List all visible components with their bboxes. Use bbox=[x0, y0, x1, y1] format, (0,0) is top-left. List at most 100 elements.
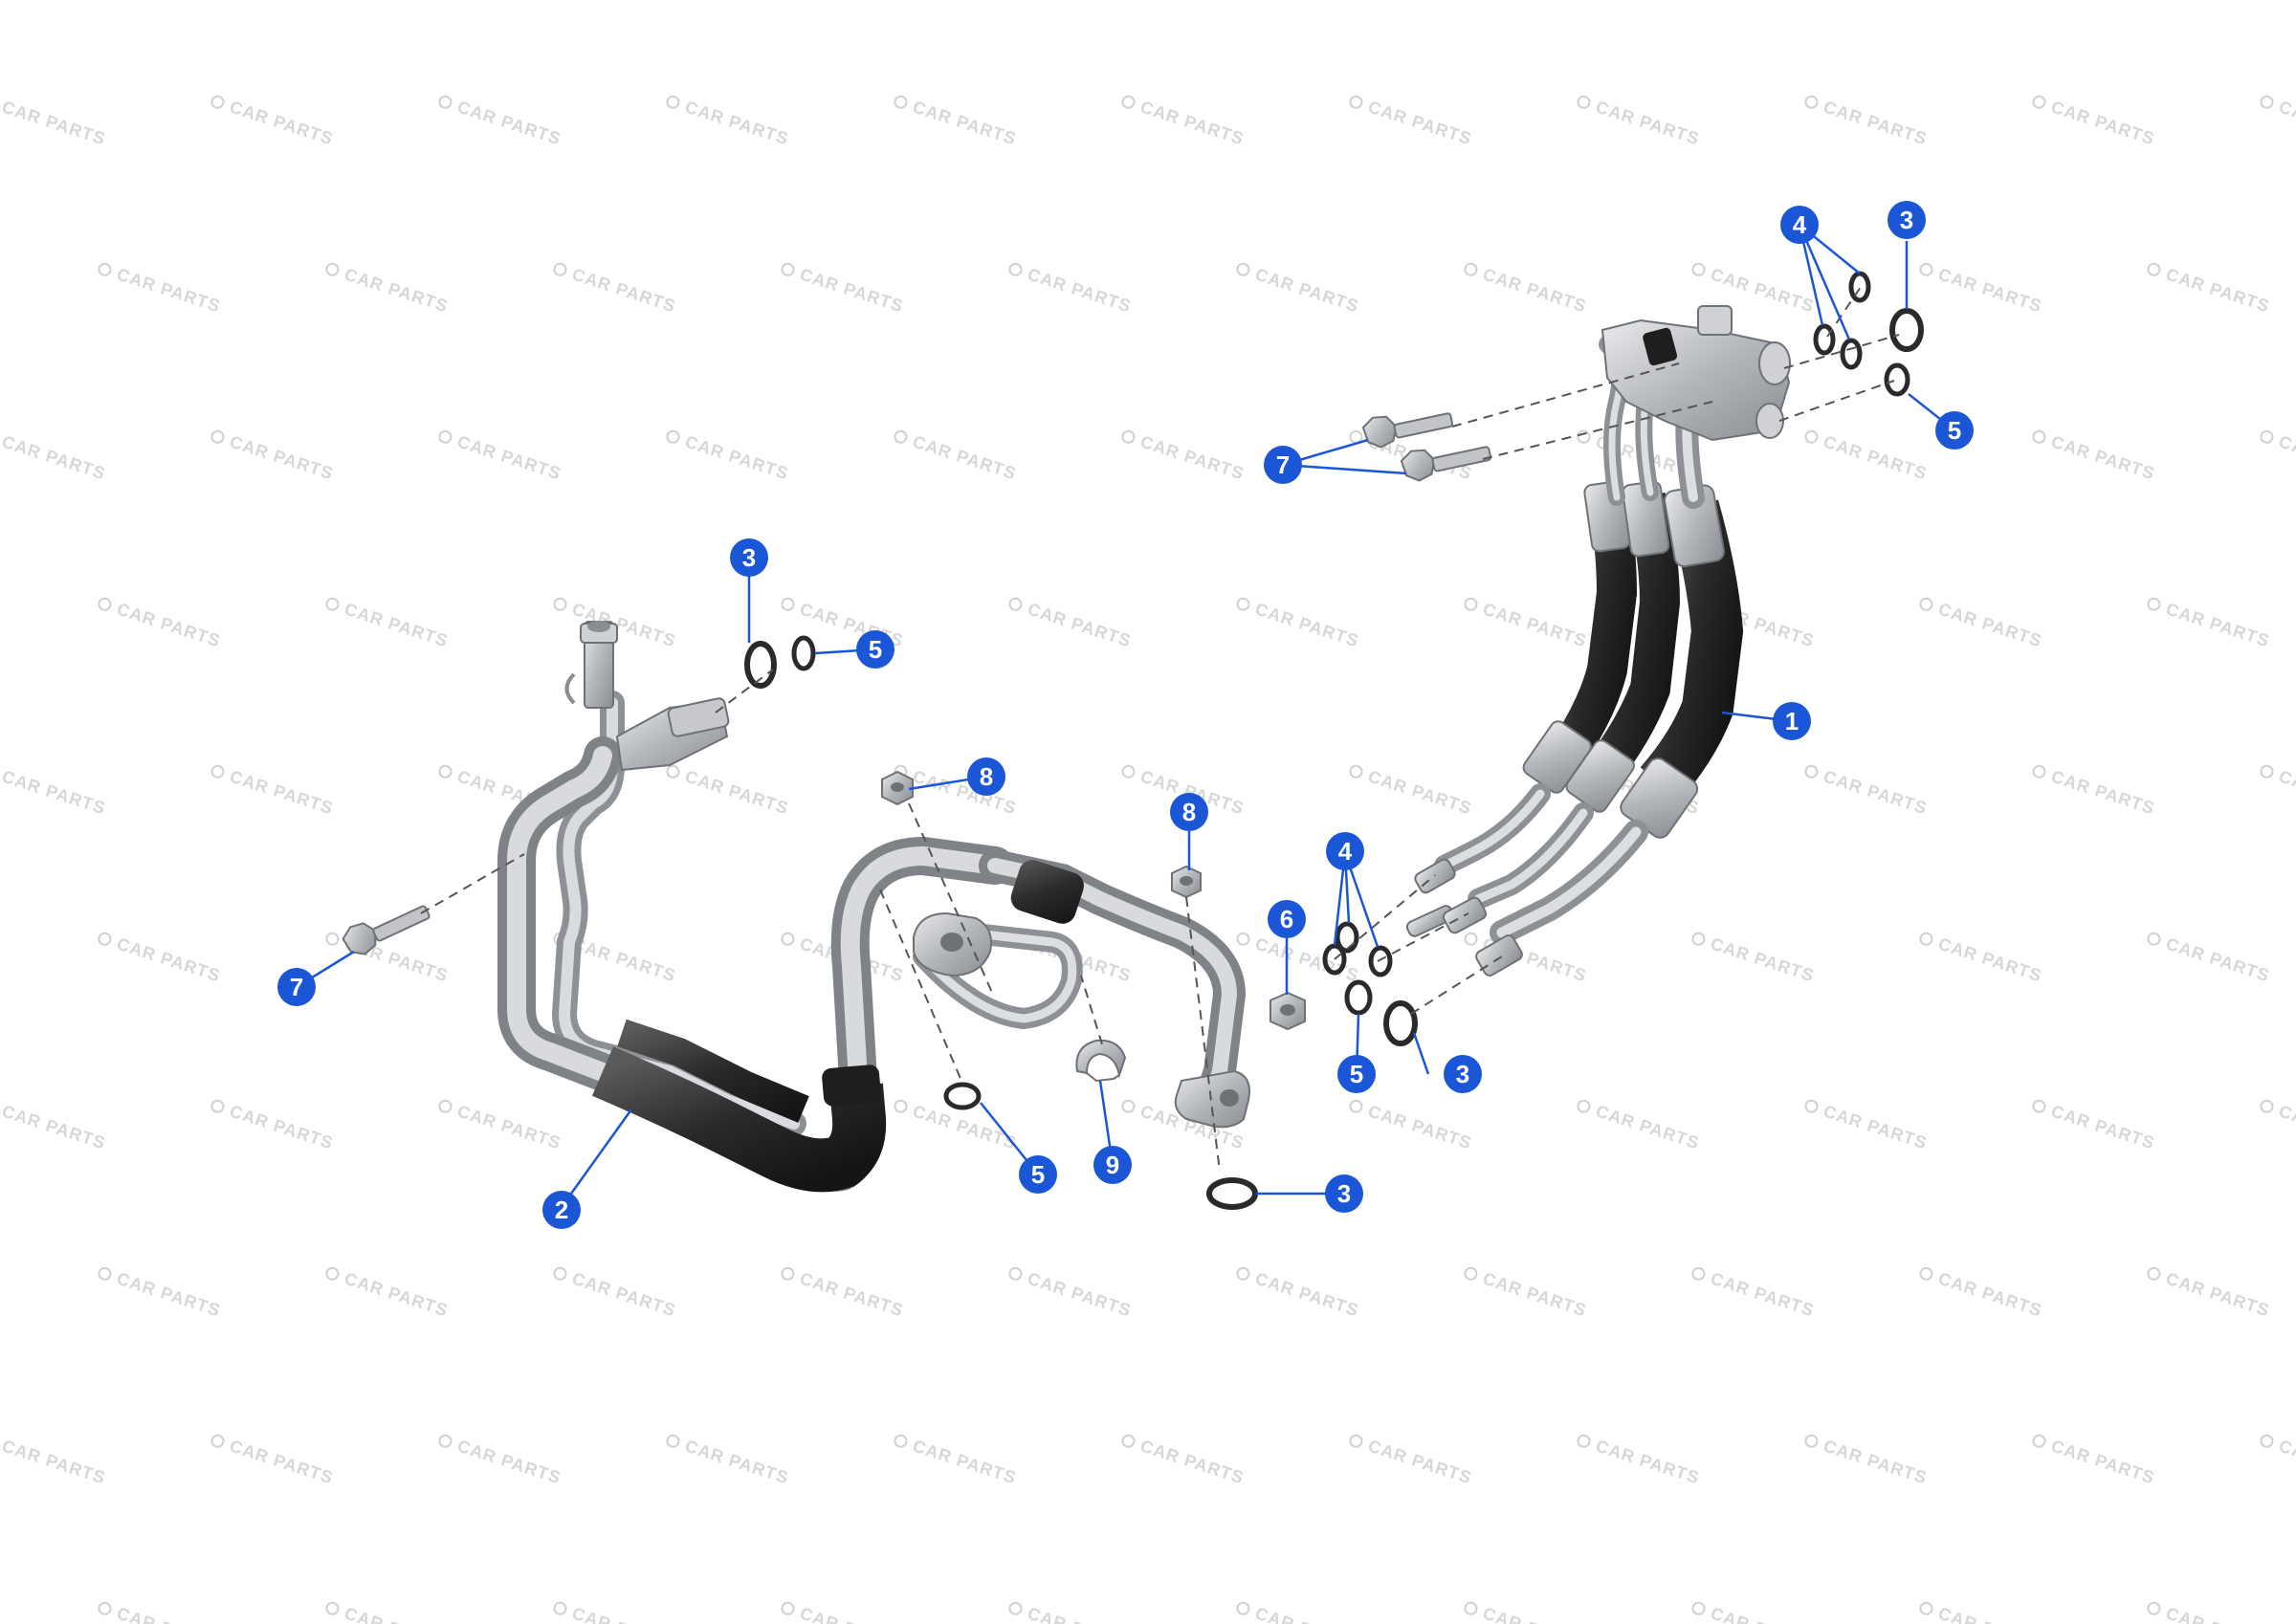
watermark-text: CAR PARTS bbox=[0, 1437, 108, 1488]
part-2-outlet-flange bbox=[1174, 1069, 1250, 1129]
svg-text:CAR PARTS: CAR PARTS bbox=[115, 265, 223, 317]
callout-badge-7: 7 bbox=[277, 968, 316, 1006]
watermark-text: CAR PARTS bbox=[2032, 1434, 2157, 1487]
watermark-text: CAR PARTS bbox=[1691, 1266, 1817, 1321]
callout-circle bbox=[1773, 702, 1811, 740]
watermark-text: CAR PARTS bbox=[666, 764, 791, 819]
o-ring-part-4 bbox=[1368, 945, 1393, 977]
callout-number: 8 bbox=[980, 762, 993, 791]
svg-text:CAR PARTS: CAR PARTS bbox=[1026, 600, 1134, 651]
callout-circle bbox=[1935, 411, 1974, 450]
svg-text:CAR PARTS: CAR PARTS bbox=[2049, 767, 2157, 819]
watermark-text: CAR PARTS bbox=[1577, 1099, 1702, 1152]
svg-text:CAR PARTS: CAR PARTS bbox=[1821, 767, 1930, 819]
watermark-text: CAR PARTS bbox=[1121, 429, 1247, 483]
callout-badge-3: 3 bbox=[1325, 1174, 1363, 1213]
part-2-rubber-sleeve-thick bbox=[591, 1046, 887, 1193]
svg-text:CAR PARTS: CAR PARTS bbox=[455, 432, 563, 484]
watermark-text: CAR PARTS bbox=[2260, 1099, 2296, 1152]
watermark-text: CAR PARTS bbox=[0, 98, 108, 149]
svg-text:CAR PARTS: CAR PARTS bbox=[2164, 600, 2272, 651]
watermark-text: CAR PARTS bbox=[1464, 1266, 1589, 1320]
watermark-text: CAR PARTS bbox=[1804, 95, 1930, 148]
watermark-text: CAR PARTS bbox=[553, 1266, 678, 1320]
callout-circle bbox=[967, 757, 1005, 796]
watermark-text: CAR PARTS bbox=[894, 429, 1019, 483]
svg-text:CAR PARTS: CAR PARTS bbox=[1936, 265, 2044, 317]
o-ring-part-4 bbox=[1335, 921, 1359, 954]
watermark-text: CAR PARTS bbox=[210, 1434, 336, 1487]
callout-circle bbox=[542, 1191, 581, 1229]
watermark-text: CAR PARTS bbox=[781, 262, 906, 316]
watermark-text: CAR PARTS bbox=[1236, 1266, 1361, 1320]
svg-text:CAR PARTS: CAR PARTS bbox=[228, 767, 336, 819]
svg-text:CAR PARTS: CAR PARTS bbox=[1253, 1604, 1361, 1624]
svg-text:CAR PARTS: CAR PARTS bbox=[342, 600, 451, 651]
svg-text:CAR PARTS: CAR PARTS bbox=[2049, 1102, 2157, 1153]
watermark-text: CAR PARTS bbox=[1577, 95, 1702, 149]
callout-circle bbox=[1093, 1146, 1132, 1184]
watermark-text: CAR PARTS bbox=[666, 95, 791, 148]
callout-badge-1: 1 bbox=[1773, 702, 1811, 740]
watermark-text: CAR PARTS bbox=[438, 1434, 563, 1488]
watermark-text: CAR PARTS bbox=[1008, 597, 1134, 651]
part-2-rubber-sleeve-thin bbox=[617, 1019, 809, 1123]
svg-text:CAR PARTS: CAR PARTS bbox=[570, 1604, 678, 1624]
svg-text:CAR PARTS: CAR PARTS bbox=[2164, 1269, 2272, 1321]
callout-circle bbox=[730, 538, 768, 577]
watermark-text: CAR PARTS bbox=[894, 95, 1019, 148]
watermark-text: CAR PARTS bbox=[2260, 95, 2296, 148]
watermark-text: CAR PARTS bbox=[781, 1601, 906, 1624]
callout-badge-5: 5 bbox=[1019, 1155, 1057, 1194]
svg-text:CAR PARTS: CAR PARTS bbox=[342, 1604, 451, 1624]
watermark-text: CAR PARTS bbox=[1804, 764, 1930, 819]
svg-text:CAR PARTS: CAR PARTS bbox=[455, 1102, 563, 1153]
svg-text:CAR PARTS: CAR PARTS bbox=[1594, 1437, 1702, 1488]
svg-text:CAR PARTS: CAR PARTS bbox=[1709, 1269, 1817, 1321]
svg-text:CAR PARTS: CAR PARTS bbox=[683, 767, 791, 819]
svg-text:CAR PARTS: CAR PARTS bbox=[1821, 1102, 1930, 1153]
watermark-text: CAR PARTS bbox=[1464, 262, 1589, 316]
callout-badge-2: 2 bbox=[542, 1191, 581, 1229]
svg-text:CAR PARTS: CAR PARTS bbox=[1821, 432, 1930, 484]
svg-text:CAR PARTS: CAR PARTS bbox=[1138, 1437, 1247, 1488]
callout-number: 4 bbox=[1793, 210, 1807, 239]
assembly-dashed-lines bbox=[420, 286, 1900, 1173]
watermark-text: CAR PARTS bbox=[1349, 1434, 1474, 1487]
callout-badge-3: 3 bbox=[1444, 1055, 1482, 1093]
watermark-text: CAR PARTS bbox=[1236, 597, 1361, 650]
callout-number: 3 bbox=[1900, 206, 1913, 234]
callout-circle bbox=[1019, 1155, 1057, 1194]
svg-text:CAR PARTS: CAR PARTS bbox=[455, 98, 563, 149]
svg-text:CAR PARTS: CAR PARTS bbox=[798, 1604, 906, 1624]
svg-text:CAR PARTS: CAR PARTS bbox=[1821, 1437, 1930, 1488]
watermark-text: CAR PARTS bbox=[0, 767, 108, 819]
watermark-text: CAR PARTS bbox=[325, 597, 451, 651]
o-ring-part-3 bbox=[1889, 308, 1924, 352]
svg-text:CAR PARTS: CAR PARTS bbox=[228, 1102, 336, 1153]
watermark-text: CAR PARTS bbox=[1691, 932, 1817, 985]
svg-text:CAR PARTS: CAR PARTS bbox=[683, 432, 791, 484]
callout-badge-7: 7 bbox=[1264, 446, 1302, 484]
callout-number: 3 bbox=[1456, 1060, 1469, 1088]
watermark-text: CAR PARTS bbox=[2147, 597, 2272, 651]
watermark-text: CAR PARTS bbox=[2032, 429, 2157, 483]
o-ring-part-3 bbox=[1383, 1000, 1418, 1046]
callout-badge-5: 5 bbox=[1337, 1055, 1376, 1093]
watermark-text: CAR PARTS bbox=[2260, 1434, 2296, 1488]
callout-circle bbox=[1264, 446, 1302, 484]
svg-text:CAR PARTS: CAR PARTS bbox=[2277, 1437, 2296, 1488]
callout-number: 7 bbox=[290, 973, 303, 1001]
svg-text:CAR PARTS: CAR PARTS bbox=[455, 1437, 563, 1488]
watermark-text: CAR PARTS bbox=[98, 1601, 223, 1624]
svg-text:CAR PARTS: CAR PARTS bbox=[683, 1437, 791, 1488]
svg-text:CAR PARTS: CAR PARTS bbox=[115, 600, 223, 651]
watermark-text: CAR PARTS bbox=[1691, 1601, 1817, 1624]
svg-text:CAR PARTS: CAR PARTS bbox=[1594, 98, 1702, 149]
o-ring-part-4 bbox=[1322, 943, 1347, 976]
watermark-text: CAR PARTS bbox=[781, 1266, 906, 1320]
watermark-text: CAR PARTS bbox=[98, 1266, 223, 1320]
o-ring-part-4 bbox=[1848, 271, 1871, 303]
watermark-text: CAR PARTS bbox=[98, 597, 223, 651]
